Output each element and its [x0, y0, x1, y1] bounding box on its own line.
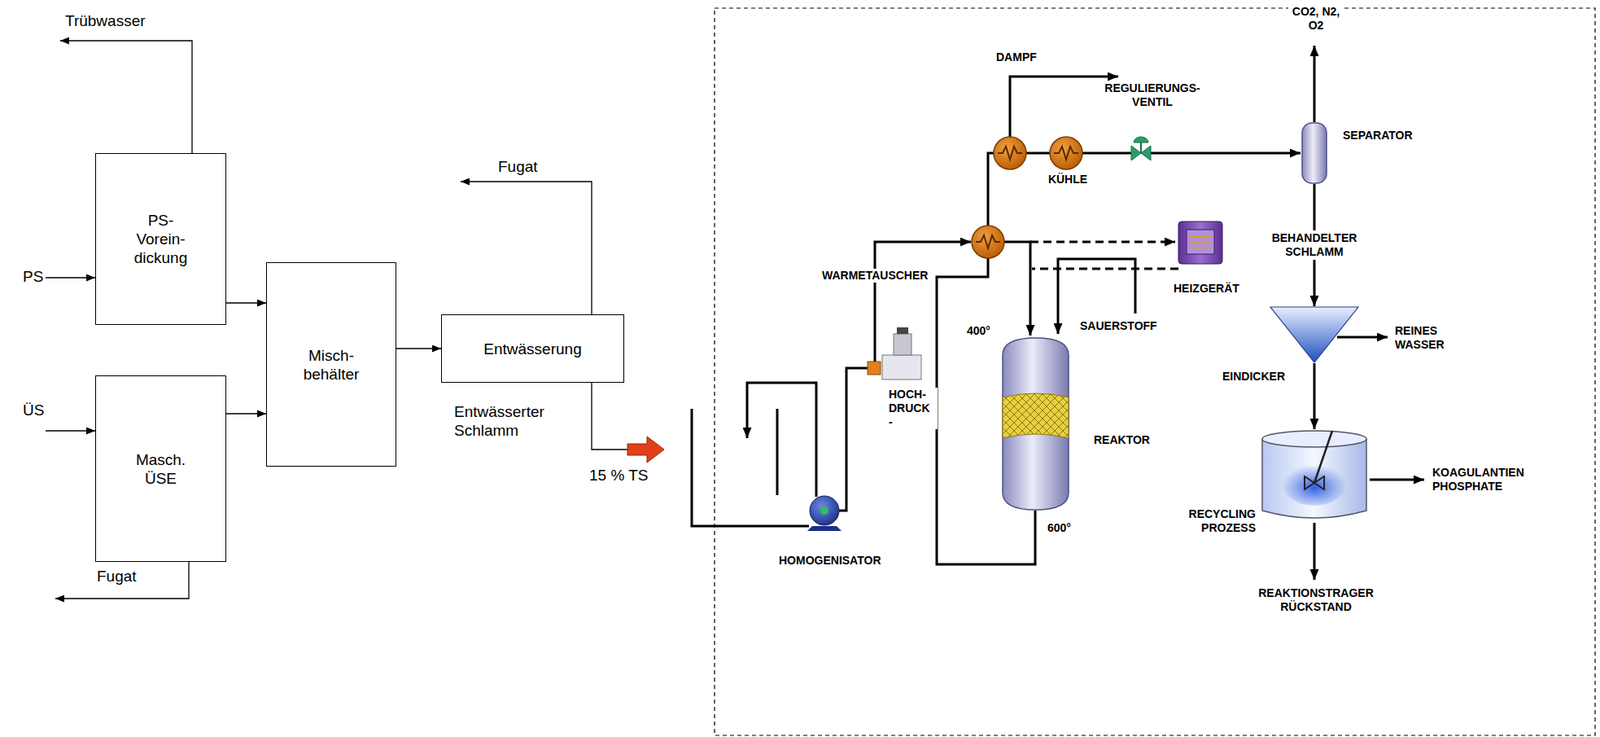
- stream-label: DAMPF: [994, 50, 1039, 65]
- recycling-tank: RECYCLING PROZESS: [1260, 428, 1369, 521]
- stream-label: PS: [21, 266, 45, 286]
- equipment-label: HOCH- DRUCK -: [887, 387, 938, 429]
- stream-label: KOAGULANTIEN PHOSPHATE: [1430, 465, 1542, 494]
- thickener-cone: EINDICKER: [1269, 306, 1360, 363]
- process-box: PS- Vorein- dickung: [95, 153, 227, 325]
- stream-label: REAKTIONSTRAGER RÜCKSTAND: [1245, 585, 1387, 614]
- node-label: SEPARATOR: [1342, 128, 1413, 143]
- equipment-label: WARMETAUSCHER: [820, 268, 930, 283]
- stream-label: ÜS: [21, 400, 46, 420]
- stream-label: Entwässerter Schlamm: [452, 402, 560, 440]
- node-label: Misch- behälter: [292, 345, 371, 384]
- node-label: PS- Vorein- dickung: [127, 210, 195, 267]
- stream-label: Fugat: [496, 157, 540, 176]
- node-label: Masch. ÜSE: [131, 450, 192, 488]
- process-box: Masch. ÜSE: [95, 375, 227, 562]
- stream-label: Trübwasser: [63, 11, 148, 31]
- reactor-vessel-outline: [1001, 336, 1070, 511]
- flow-connector: [226, 301, 267, 303]
- stream-label: REINES WASSER: [1393, 323, 1464, 352]
- separator-vessel-outline: [1301, 122, 1328, 184]
- temperature-label: 600°: [1045, 520, 1073, 535]
- separator-vessel: SEPARATOR: [1301, 122, 1328, 184]
- solids-label: 15 % TS: [587, 465, 651, 485]
- node-label: REAKTOR: [1093, 432, 1150, 447]
- process-box: Misch- behälter: [266, 262, 397, 467]
- edge-label: BEHANDELTER SCHLAMM: [1263, 230, 1366, 260]
- stream-label: SAUERSTOFF: [1078, 319, 1159, 333]
- flow-connector: [396, 347, 442, 349]
- valve-label: REGULIERUNGS- VENTIL: [1096, 81, 1209, 110]
- thickener-cone-outline: [1269, 306, 1360, 363]
- stream-label: Fugat: [95, 566, 139, 586]
- node-label: Entwässerung: [483, 339, 582, 359]
- equipment-label: KÜHLE: [1037, 172, 1098, 187]
- equipment-label: HEIZGERÄT: [1171, 281, 1242, 296]
- flow-connector: [1313, 362, 1316, 429]
- gas-label: CO2, N2, O2: [1288, 4, 1344, 33]
- node-label: EINDICKER: [1222, 369, 1286, 384]
- process-box: Entwässerung: [441, 314, 625, 383]
- recycling-tank-outline: [1260, 428, 1369, 521]
- flow-connector: [226, 412, 267, 414]
- temperature-label: 400°: [965, 323, 993, 338]
- equipment-label: HOMOGENISATOR: [777, 553, 884, 568]
- node-label: RECYCLING PROZESS: [1182, 507, 1256, 535]
- reactor-vessel: REAKTOR: [1001, 336, 1070, 511]
